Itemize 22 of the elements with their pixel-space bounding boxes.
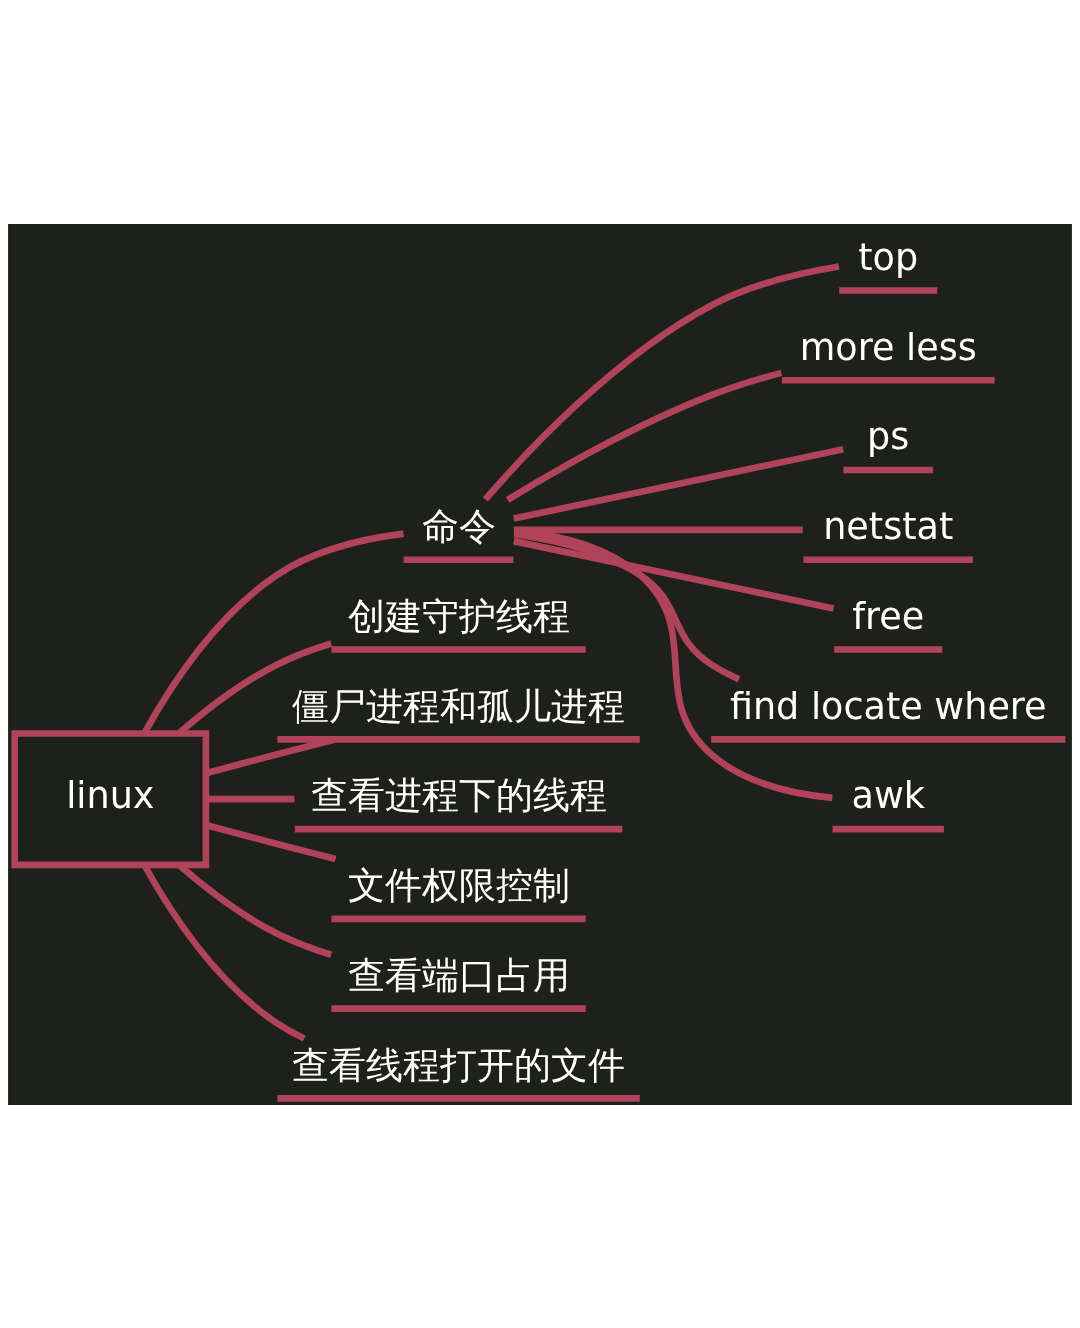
node-text: 查看线程打开的文件 [292, 1043, 626, 1087]
node-text: netstat [823, 504, 954, 548]
node-text: free [852, 594, 925, 638]
node-text: ps [867, 414, 910, 458]
connector [513, 537, 835, 612]
connector [513, 445, 844, 522]
node-text: 查看进程下的线程 [310, 773, 607, 817]
connector [205, 735, 337, 776]
connector [505, 369, 783, 503]
node-box: linux [11, 729, 210, 868]
node-text: awk [851, 773, 925, 817]
node-text: 查看端口占用 [347, 953, 570, 997]
connector [513, 526, 833, 801]
node-text: 文件权限控制 [347, 863, 570, 907]
connector [206, 795, 295, 802]
node-text: top [858, 235, 919, 279]
connector [482, 262, 840, 502]
node-text: find locate where [729, 684, 1047, 728]
node-text: 命令 [421, 504, 496, 548]
node-text: more less [799, 325, 977, 369]
node-text: 僵尸进程和孤儿进程 [292, 684, 626, 728]
node-text: 创建守护线程 [347, 594, 570, 638]
